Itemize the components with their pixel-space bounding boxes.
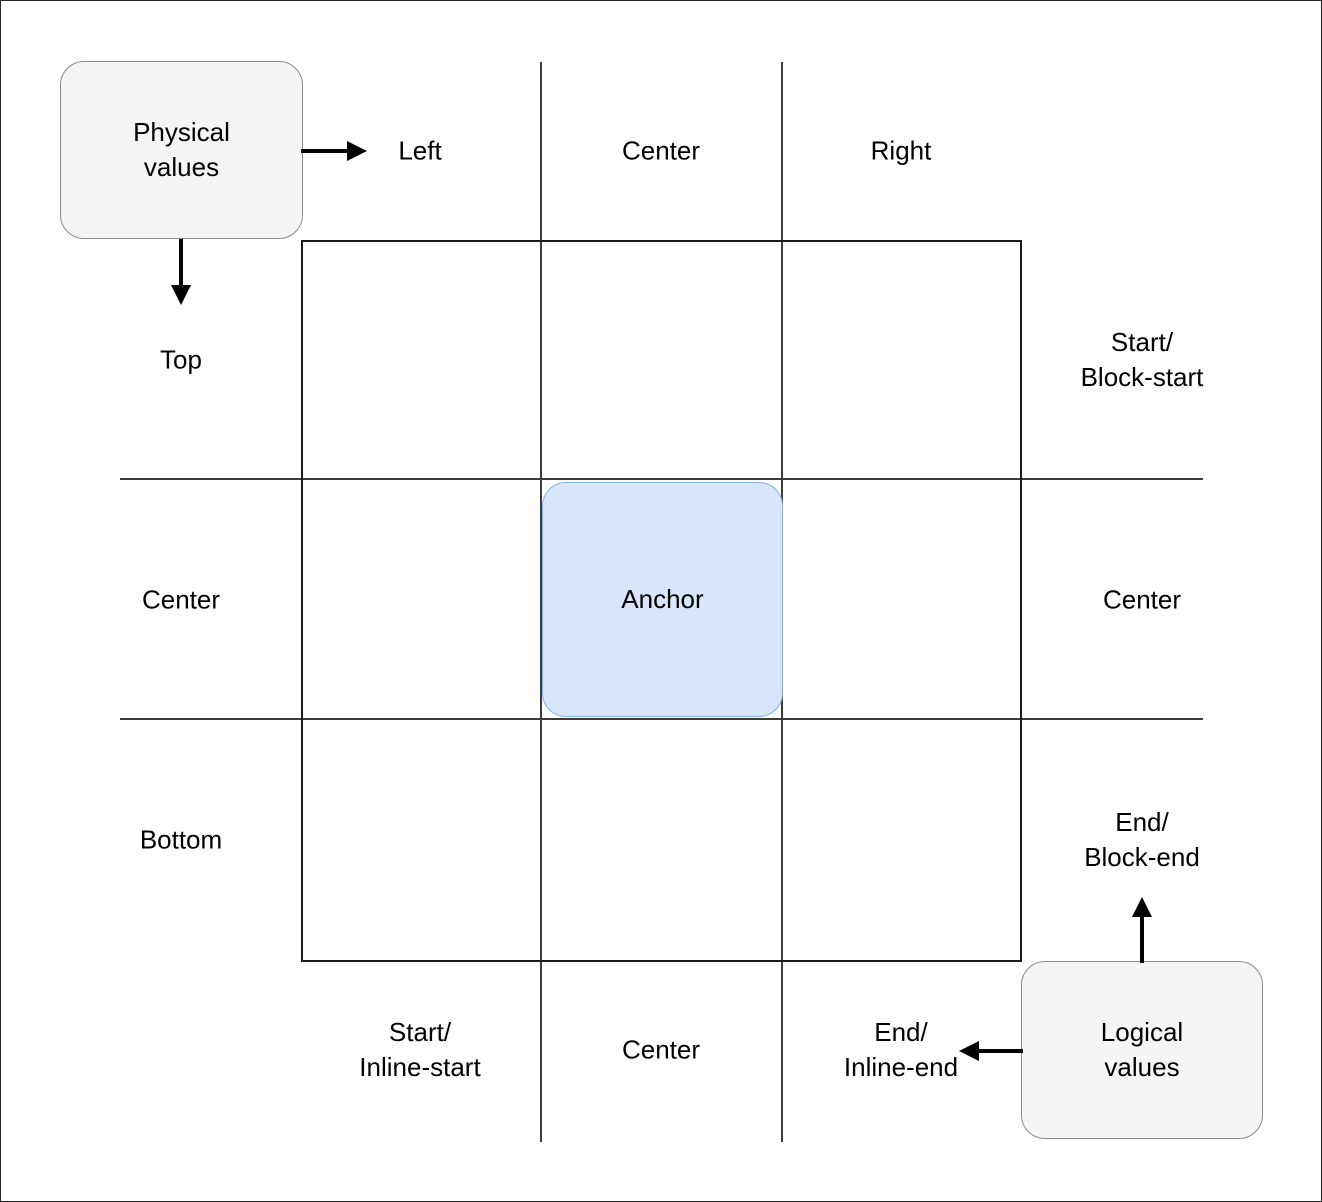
label-right-center: Center	[1102, 584, 1182, 615]
label-left-bottom: Bottom	[139, 824, 223, 855]
label-bottom-center: Center	[621, 1034, 701, 1065]
label-top-right: Right	[870, 135, 932, 166]
label-bottom-start: Start/ Inline-start	[359, 1017, 481, 1082]
arrow-physical-to-top-icon	[171, 239, 191, 305]
containing-block-rect	[301, 240, 1022, 962]
label-top-left: Left	[398, 135, 442, 166]
anchor-box[interactable]: Anchor	[542, 482, 783, 717]
arrow-physical-to-left-icon	[301, 141, 367, 161]
arrow-logical-to-inline-end-icon	[959, 1041, 1023, 1061]
label-right-end: End/ Block-end	[1084, 807, 1200, 872]
gridline-vertical-left	[540, 62, 542, 1142]
label-right-start: Start/ Block-start	[1080, 327, 1204, 392]
physical-values-box[interactable]: Physical values	[60, 61, 303, 239]
arrow-logical-to-block-end-icon	[1132, 897, 1152, 963]
label-bottom-end: End/ Inline-end	[843, 1017, 959, 1082]
label-left-top: Top	[160, 344, 202, 375]
gridline-horizontal-top	[120, 478, 1203, 480]
gridline-horizontal-bottom	[120, 718, 1203, 720]
label-left-center: Center	[141, 584, 221, 615]
label-top-center: Center	[621, 135, 701, 166]
logical-values-box[interactable]: Logical values	[1021, 961, 1263, 1139]
